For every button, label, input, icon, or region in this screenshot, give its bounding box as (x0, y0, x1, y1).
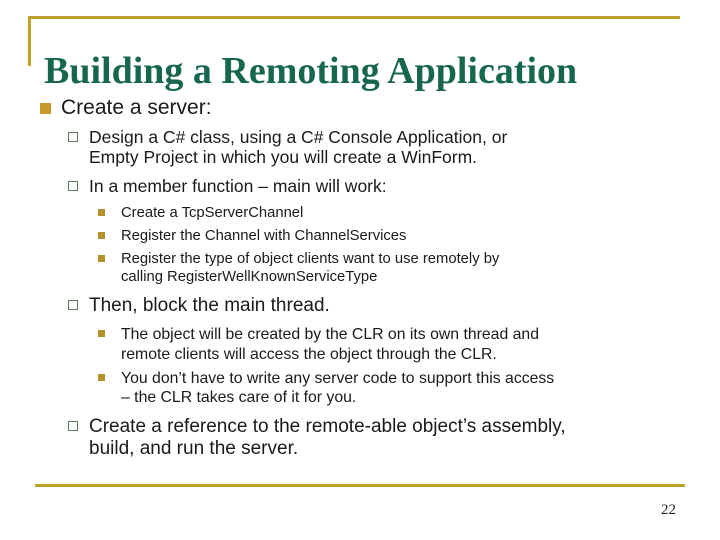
bullet-text: Create a server: (61, 96, 212, 119)
bullet-item-block-thread: Then, block the main thread. (68, 295, 690, 317)
bottom-gold-rule (35, 484, 685, 487)
bullet-item-no-server-code: You don’t have to write any server code … (98, 369, 690, 408)
left-gold-rule (28, 16, 31, 66)
bullet-text: Create a reference to the remote-able ob… (89, 416, 566, 460)
bullet-text: Register the Channel with ChannelService… (121, 228, 407, 245)
small-square-bullet-icon (98, 209, 105, 217)
page-number: 22 (661, 502, 676, 518)
hollow-square-bullet-icon (68, 180, 78, 191)
bullet-text: In a member function – main will work: (89, 175, 387, 196)
hollow-square-bullet-icon (68, 421, 78, 432)
small-square-bullet-icon (98, 330, 105, 338)
hollow-square-bullet-icon (68, 132, 78, 143)
bullet-item-member-function: In a member function – main will work: (68, 176, 690, 196)
bullet-text: You don’t have to write any server code … (121, 369, 555, 407)
bullet-text: Design a C# class, using a C# Console Ap… (89, 127, 508, 168)
slide-title: Building a Remoting Application (44, 50, 578, 93)
bullet-text: Create a TcpServerChannel (121, 205, 304, 222)
bullet-item-register-type: Register the type of object clients want… (98, 250, 690, 286)
slide-body: Create a server: Design a C# class, usin… (40, 96, 690, 468)
bullet-item-clr-thread: The object will be created by the CLR on… (98, 325, 690, 364)
small-square-bullet-icon (98, 255, 105, 263)
bullet-item-create-server: Create a server: (40, 96, 690, 120)
hollow-square-bullet-icon (68, 300, 78, 311)
top-gold-rule (30, 16, 680, 19)
bullet-item-create-reference: Create a reference to the remote-able ob… (68, 416, 690, 460)
square-bullet-icon (40, 103, 51, 114)
bullet-text: Then, block the main thread. (89, 295, 330, 317)
bullet-text: The object will be created by the CLR on… (121, 326, 539, 363)
small-square-bullet-icon (98, 373, 105, 381)
bullet-item-tcp-channel: Create a TcpServerChannel (98, 204, 690, 222)
bullet-text: Register the type of object clients want… (121, 251, 500, 286)
bullet-item-register-channel: Register the Channel with ChannelService… (98, 227, 690, 245)
small-square-bullet-icon (98, 232, 105, 240)
bullet-item-design-class: Design a C# class, using a C# Console Ap… (68, 127, 690, 168)
